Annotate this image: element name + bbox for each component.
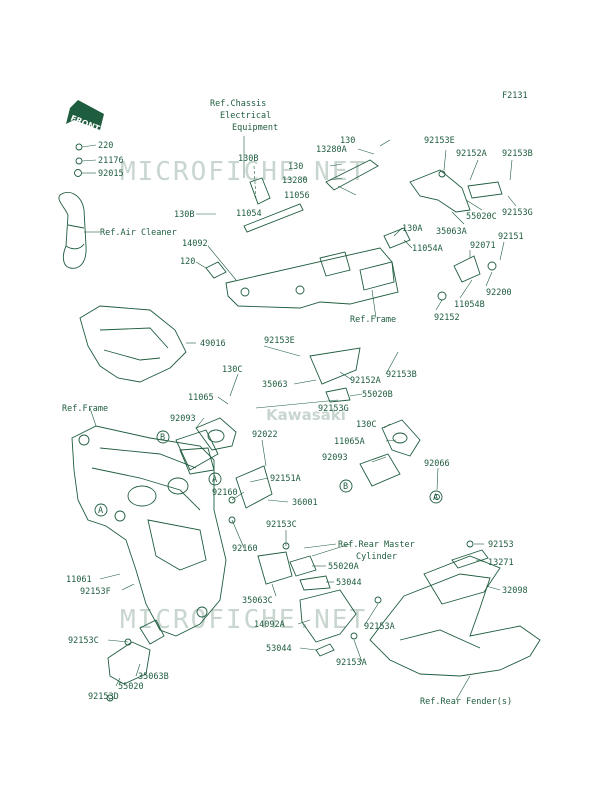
part-label: 92093 xyxy=(322,453,348,463)
callout-b-left: B xyxy=(160,433,165,443)
part-label: 92153C xyxy=(266,520,297,530)
part-label: 92153F xyxy=(80,587,111,597)
figure-code: F2131 xyxy=(502,91,528,101)
ref-chassis-line2: Electrical xyxy=(220,111,271,121)
air-cleaner-duct xyxy=(58,143,87,269)
part-label: 55020B xyxy=(362,390,393,400)
center-bracket xyxy=(205,177,399,309)
rear-subframe xyxy=(369,540,541,677)
part-label: 130A xyxy=(402,224,422,234)
part-label: 13280 xyxy=(282,176,308,186)
lower-center-parts xyxy=(257,542,382,657)
part-label: 92153B xyxy=(502,149,533,159)
part-label: 92151A xyxy=(270,474,301,484)
part-label: 35063B xyxy=(138,672,169,682)
part-label: 92153E xyxy=(424,136,455,146)
part-label: 92015 xyxy=(98,169,124,179)
part-label: 36001 xyxy=(292,498,318,508)
main-frame xyxy=(71,425,227,637)
part-label: 11054B xyxy=(454,300,485,310)
front-arrow: FRONT xyxy=(66,100,104,134)
part-label: 220 xyxy=(98,141,113,151)
callout-b-right: B xyxy=(343,482,348,492)
lower-left-parts xyxy=(106,619,165,702)
part-label: 14092A xyxy=(254,620,285,630)
part-label: 92093 xyxy=(170,414,196,424)
part-label: 35063C xyxy=(242,596,273,606)
part-label: 13280A xyxy=(316,145,347,155)
callout-a-left: A xyxy=(98,506,103,516)
part-label: 55020C xyxy=(466,212,497,222)
part-label: 130B xyxy=(174,210,194,220)
ref-rear-fender: Ref.Rear Fender(s) xyxy=(420,697,512,707)
part-label: 11065A xyxy=(334,437,365,447)
part-label: 11056 xyxy=(284,191,310,201)
part-label: 130C xyxy=(222,365,242,375)
ref-frame-top: Ref.Frame xyxy=(350,315,396,325)
part-label: 92153A xyxy=(364,622,395,632)
ref-air-cleaner: Ref.Air Cleaner xyxy=(100,228,177,238)
part-label: 92022 xyxy=(252,430,278,440)
part-label: 11065 xyxy=(188,393,214,403)
part-label: 92066 xyxy=(424,459,450,469)
part-label: 92151 xyxy=(498,232,524,242)
part-label: 11061 xyxy=(66,575,92,585)
right-middle-parts xyxy=(309,347,440,500)
callouts: B A A B A xyxy=(94,430,443,517)
center-covers xyxy=(175,417,273,524)
part-label: 11054A xyxy=(412,244,443,254)
upper-right-brackets xyxy=(325,159,503,301)
part-label: 14092 xyxy=(182,239,208,249)
part-label: 13271 xyxy=(488,558,514,568)
part-label: 21176 xyxy=(98,156,124,166)
ref-chassis-line3: Equipment xyxy=(232,123,278,133)
part-label: 92071 xyxy=(470,241,496,251)
part-label: 92200 xyxy=(486,288,512,298)
ref-frame-left: Ref.Frame xyxy=(62,404,108,414)
part-label: 130B xyxy=(238,154,258,164)
ref-chassis-line1: Ref.Chassis xyxy=(210,99,266,109)
part-label: 92153B xyxy=(386,370,417,380)
part-label: 130C xyxy=(356,420,376,430)
part-label: 35063 xyxy=(262,380,288,390)
part-label: 92152 xyxy=(434,313,460,323)
part-label: 120 xyxy=(180,257,195,267)
part-label: 92152A xyxy=(350,376,381,386)
part-label: 49016 xyxy=(200,339,226,349)
part-label: 92153C xyxy=(68,636,99,646)
engine-cover xyxy=(79,305,187,383)
watermark-logo: Kawasaki xyxy=(266,406,346,424)
part-label: 92153 xyxy=(488,540,514,550)
front-arrow-icon xyxy=(66,100,104,130)
part-label: 92152A xyxy=(456,149,487,159)
part-label: 11054 xyxy=(236,209,262,219)
callout-a-right: A xyxy=(433,493,438,503)
part-label: 55020 xyxy=(118,682,144,692)
part-labels: 220 21176 92015 130B 11054 130B 14092 12… xyxy=(66,136,533,702)
part-label: 32098 xyxy=(502,586,528,596)
part-label: 92153G xyxy=(502,208,533,218)
part-label: 92153G xyxy=(318,404,349,414)
part-label: 130 xyxy=(340,136,355,146)
part-label: 92160 xyxy=(212,488,238,498)
part-label: 92160 xyxy=(232,544,258,554)
part-label: 92153A xyxy=(336,658,367,668)
part-label: 53044 xyxy=(336,578,362,588)
watermark-top: MICROFICHE.NET xyxy=(120,157,367,187)
part-label: 92153D xyxy=(88,692,119,702)
ref-rear-master-line1: Ref.Rear Master xyxy=(338,540,415,550)
leader-lines xyxy=(81,136,517,701)
part-label: 35063A xyxy=(436,227,467,237)
part-label: 130 xyxy=(288,162,303,172)
part-label: 53044 xyxy=(266,644,292,654)
part-label: 92153E xyxy=(264,336,295,346)
callout-a-mid: A xyxy=(212,475,217,485)
part-label: 55020A xyxy=(328,562,359,572)
ref-rear-master-line2: Cylinder xyxy=(356,552,397,562)
reference-labels: Ref.Chassis Electrical Equipment Ref.Air… xyxy=(62,99,512,707)
watermark-bottom: MICROFICHE.NET xyxy=(120,605,367,635)
